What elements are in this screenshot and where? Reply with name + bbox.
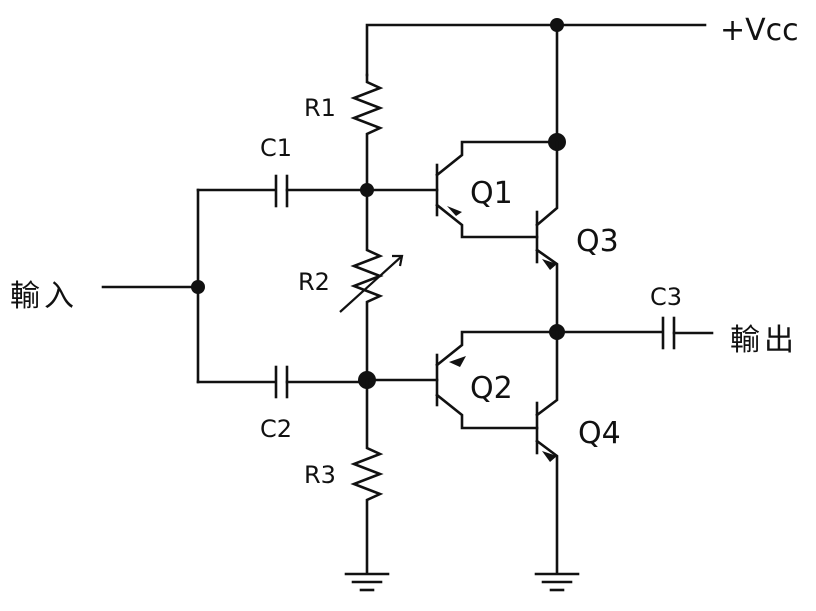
- c3-label: C3: [650, 283, 682, 311]
- input-junction-dot: [191, 280, 205, 294]
- transistor-q1: [435, 140, 559, 239]
- r3-label: R3: [304, 461, 336, 489]
- resistor-r1: [350, 73, 384, 190]
- transistor-q3: [535, 140, 559, 332]
- variable-resistor-r2: [339, 188, 404, 382]
- q1-label: Q1: [470, 176, 513, 211]
- transistor-q4: [535, 330, 559, 574]
- vcc-label: +Vcc: [720, 13, 799, 48]
- c2-label: C2: [260, 415, 292, 443]
- capacitor-c1: [274, 174, 369, 208]
- vcc-junction-dot: [550, 18, 564, 32]
- input-network: [101, 188, 277, 384]
- ground-right: [534, 572, 580, 592]
- r1-label: R1: [304, 94, 336, 122]
- input-label: 輸入: [10, 279, 78, 314]
- ground-left: [344, 572, 390, 592]
- c1-label: C1: [260, 134, 292, 162]
- r2-label: R2: [298, 268, 330, 296]
- vcc-rail: [365, 18, 707, 142]
- capacitor-c2: [274, 365, 369, 399]
- q4-label: Q4: [578, 416, 621, 451]
- output-label: 輸出: [730, 323, 798, 358]
- q3-label: Q3: [576, 224, 619, 259]
- capacitor-c3: [661, 316, 714, 350]
- resistor-r3: [350, 378, 384, 574]
- transistor-q2: [435, 330, 559, 430]
- q2-label: Q2: [470, 371, 513, 406]
